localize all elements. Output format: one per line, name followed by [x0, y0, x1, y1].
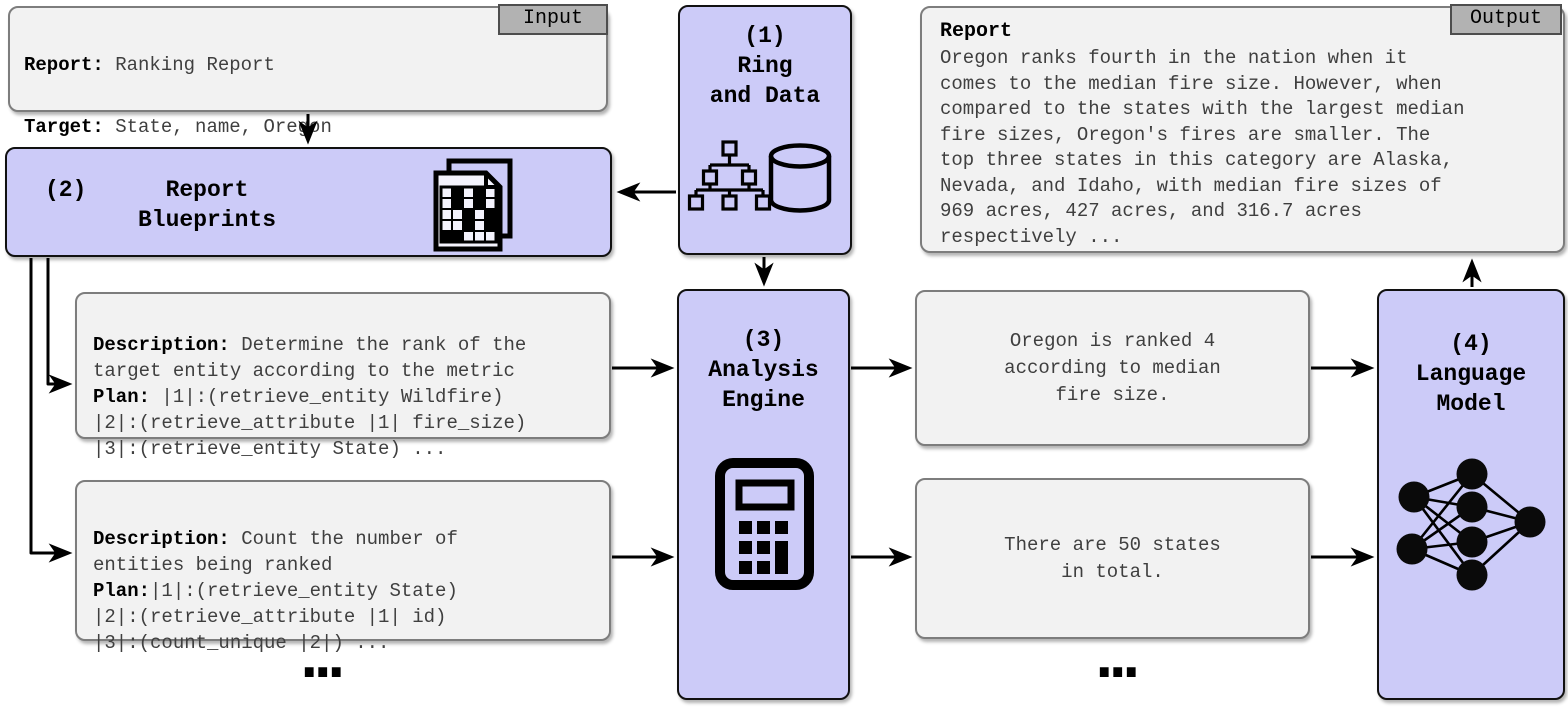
description-label: Description:: [93, 334, 230, 356]
spreadsheet-pages-icon: [433, 158, 513, 252]
plan-text: |1|:(retrieve_entity Wildfire) |2|:(retr…: [93, 386, 527, 460]
report-title: Report: [940, 20, 1013, 43]
ring-number: (1): [744, 23, 786, 49]
description-text: Count the number of entities being ranke…: [93, 528, 458, 576]
result-2-text: There are 50 states in total.: [1004, 533, 1221, 583]
report-body: Oregon ranks fourth in the nation when i…: [940, 47, 1465, 248]
lm-title: Language Model: [1415, 361, 1527, 417]
input-line-report: Report: Ranking Report: [24, 50, 592, 81]
plan-label: Plan:: [93, 386, 151, 408]
calculator-keys: [739, 521, 788, 574]
calculator-body: [715, 458, 814, 590]
report-value: Ranking Report: [103, 54, 275, 76]
plan-box-1: Description: Determine the rank of the t…: [75, 292, 611, 460]
blueprints-title: Report Blueprints: [137, 177, 277, 233]
report-blueprints-box: (2) Report Blueprints: [5, 147, 612, 257]
nn-edges: [1410, 472, 1531, 577]
input-line-target: Target: State, name, Oregon: [24, 112, 592, 143]
target-label: Target:: [24, 116, 104, 138]
output-badge: Output: [1450, 4, 1562, 35]
ellipsis-results: ...: [1088, 627, 1148, 690]
result-1-text: Oregon is ranked 4 according to median f…: [1004, 329, 1221, 406]
plan-box-2: Description: Count the number of entitie…: [75, 480, 611, 654]
blueprints-number: (2): [45, 177, 87, 203]
analysis-engine-box: (3) Analysis Engine: [677, 289, 850, 700]
report-label: Report:: [24, 54, 104, 76]
input-badge: Input: [498, 4, 608, 35]
hierarchy-tree-icon: [687, 140, 772, 211]
lm-number: (4): [1450, 331, 1492, 357]
calculator-icon: [715, 458, 814, 590]
plan-box-2-text: Description: Count the number of entitie…: [93, 500, 593, 656]
result-box-1: Oregon is ranked 4 according to median f…: [915, 290, 1310, 446]
plan-label: Plan:: [93, 580, 151, 602]
ring-title: Ring and Data: [709, 53, 821, 109]
description-label: Description:: [93, 528, 230, 550]
ring-and-data-box: (1) Ring and Data: [678, 5, 852, 255]
ellipsis-plans: ...: [293, 627, 353, 690]
plan-box-1-text: Description: Determine the rank of the t…: [93, 306, 593, 462]
plan-text: |1|:(retrieve_entity State) |2|:(retriev…: [93, 580, 458, 654]
neural-network-icon: [1396, 458, 1546, 591]
result-box-2: There are 50 states in total.: [915, 478, 1310, 639]
language-model-box: (4) Language Model: [1377, 289, 1565, 700]
report-output-box: Report Oregon ranks fourth in the nation…: [920, 6, 1565, 253]
target-value: State, name, Oregon: [103, 116, 332, 138]
database-cylinder-icon: [768, 143, 832, 213]
engine-title: Analysis Engine: [708, 357, 819, 413]
filled-cells: [441, 187, 496, 242]
nn-nodes: [1396, 458, 1546, 591]
arrow-blueprints-to-plan2: [29, 258, 73, 563]
engine-number: (3): [742, 327, 785, 353]
arrow-blueprints-to-plan1: [46, 258, 73, 394]
description-text: Determine the rank of the target entity …: [93, 334, 527, 382]
ring-data-icons: [687, 140, 832, 213]
calculator-screen: [735, 479, 795, 511]
